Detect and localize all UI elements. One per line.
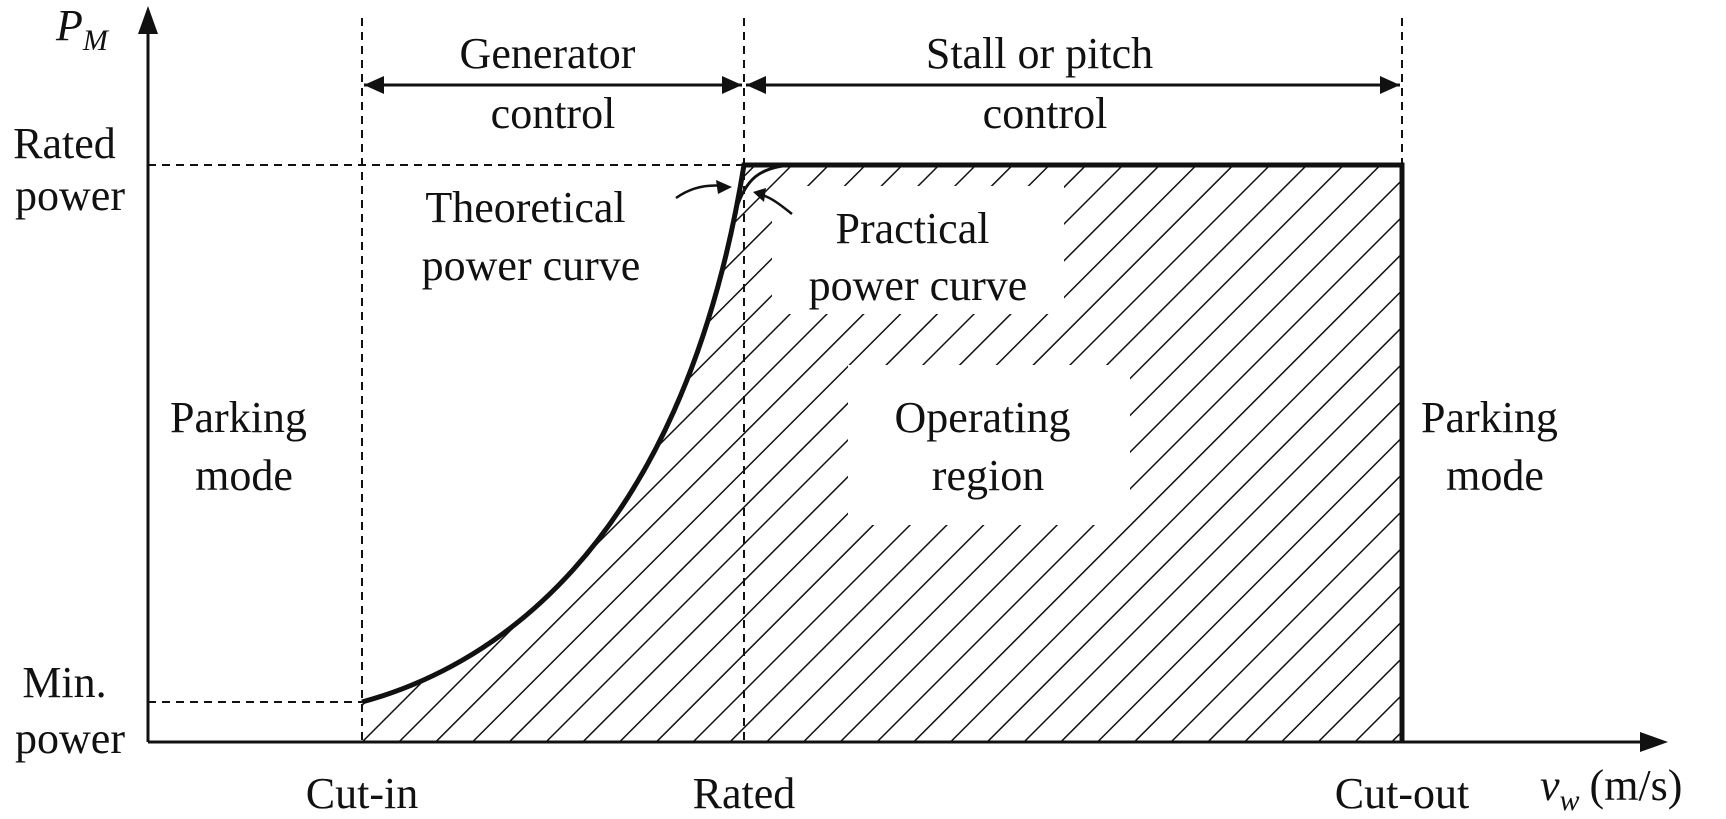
theoretical-power-curve	[361, 162, 1405, 742]
y-tick-min-power: Min. power	[15, 658, 125, 763]
x-tick-cut-in: Cut-in	[306, 769, 418, 818]
y-tick-rated-power: Rated power	[13, 119, 127, 220]
practical-pointer-arrowhead	[753, 188, 766, 202]
parking-mode-left-label: Parking mode	[170, 393, 318, 500]
theoretical-curve-label: Theoretical power curve	[422, 183, 641, 290]
practical-power-curve-knee	[734, 163, 791, 211]
y-axis-arrowhead	[138, 6, 158, 34]
operating-label-box	[848, 365, 1130, 525]
control-zone-arrowheads	[364, 76, 1400, 94]
practical-label-box	[772, 186, 1064, 314]
theoretical-pointer-arrow	[675, 184, 725, 200]
theoretical-pointer-arrowhead	[716, 180, 732, 194]
x-axis-arrowhead	[1640, 732, 1668, 752]
practical-curve-label: Practical power curve	[809, 204, 1028, 310]
x-tick-rated: Rated	[693, 769, 796, 818]
stall-pitch-control-label: Stall or pitch control	[926, 29, 1164, 138]
parking-mode-right-label: Parking mode	[1421, 393, 1569, 500]
x-axis-title: vw(m/s)	[1540, 761, 1682, 817]
y-axis-title: PM	[55, 1, 110, 57]
operating-region-label: Operating region	[895, 393, 1082, 500]
generator-control-label: Generator control	[460, 29, 647, 138]
x-tick-cut-out: Cut-out	[1335, 769, 1469, 818]
